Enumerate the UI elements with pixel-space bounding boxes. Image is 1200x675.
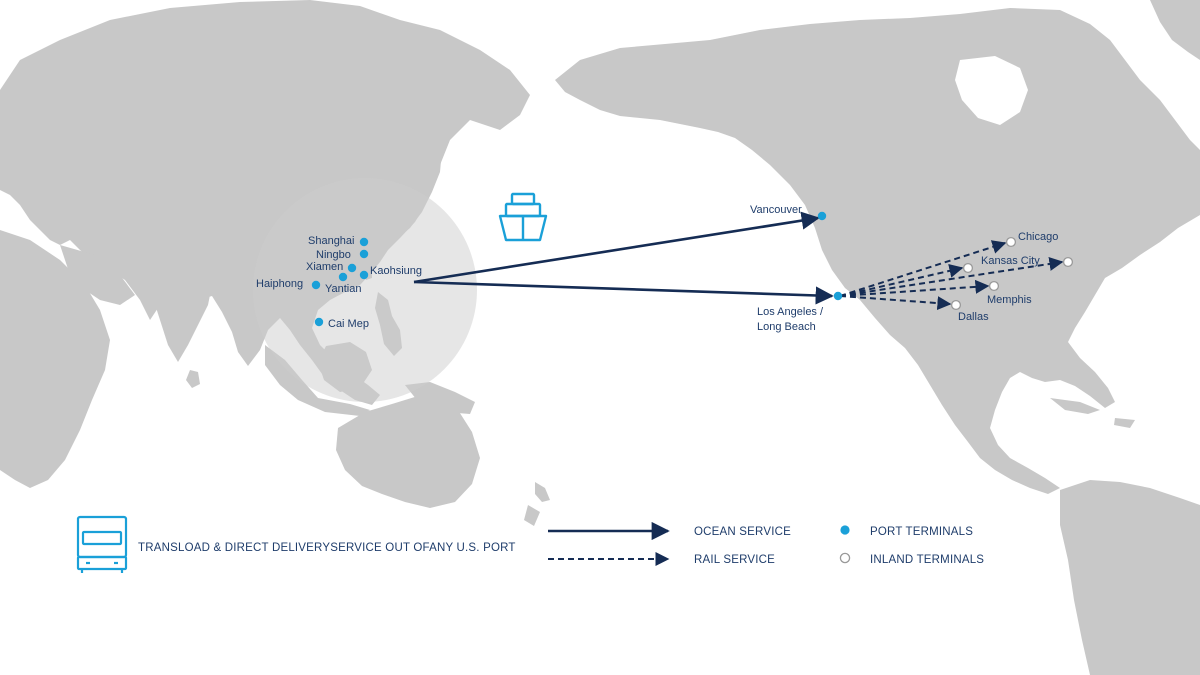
port-label-los-angeles-line2: Long Beach bbox=[757, 321, 816, 333]
landmass-borneo bbox=[318, 342, 372, 392]
rail-route-dallas bbox=[839, 295, 952, 311]
asia-region-shade bbox=[253, 178, 477, 402]
rail-route-memphis bbox=[839, 279, 990, 297]
legend-rail-label: RAIL SERVICE bbox=[694, 554, 775, 566]
rail-route-east bbox=[839, 256, 1064, 297]
landmass-philippines bbox=[375, 292, 402, 356]
port-marker-yantian bbox=[338, 272, 348, 282]
ocean-route-los-angeles bbox=[413, 280, 834, 305]
landmass-sri-lanka bbox=[186, 370, 200, 388]
port-marker-los-angeles bbox=[833, 291, 843, 301]
rail-routes bbox=[839, 240, 1064, 311]
landmass-asia bbox=[0, 0, 530, 405]
port-label-ningbo: Ningbo bbox=[316, 249, 351, 261]
port-label-yantian: Yantian bbox=[325, 283, 362, 295]
landmass-south-america bbox=[1060, 480, 1200, 675]
rail-route-chicago bbox=[839, 240, 1007, 297]
truck-icon bbox=[76, 515, 128, 573]
landmass-australia bbox=[336, 396, 480, 508]
landmass-north-america bbox=[555, 8, 1200, 494]
legend-inland-terminals-label: INLAND TERMINALS bbox=[870, 554, 984, 566]
ocean-route-vancouver bbox=[413, 211, 820, 284]
landmass-greenland bbox=[1150, 0, 1200, 60]
port-label-haiphong: Haiphong bbox=[256, 278, 303, 290]
inland-label-dallas: Dallas bbox=[958, 311, 989, 323]
port-marker-ningbo bbox=[359, 249, 369, 259]
port-marker-cai-mep bbox=[314, 317, 324, 327]
landmass-arabia bbox=[60, 245, 135, 305]
asia-port-labels: Shanghai Ningbo Xiamen Yantian Kaohsiung… bbox=[256, 235, 422, 330]
port-marker-shanghai bbox=[359, 237, 369, 247]
legend-transload-text: TRANSLOAD & DIRECT DELIVERYSERVICE OUT O… bbox=[138, 542, 516, 554]
landmass-sumatra-java bbox=[265, 345, 370, 416]
ocean-routes bbox=[413, 211, 834, 305]
port-marker-vancouver bbox=[817, 211, 827, 221]
landmass-new-zealand bbox=[524, 482, 550, 526]
landmass-india bbox=[150, 250, 212, 362]
inland-marker-memphis bbox=[988, 280, 1000, 292]
inland-marker-dallas bbox=[950, 299, 962, 311]
port-label-vancouver: Vancouver bbox=[750, 204, 802, 216]
inland-labels: Chicago Kansas City Memphis Dallas bbox=[958, 231, 1058, 323]
port-marker-xiamen bbox=[347, 263, 357, 273]
port-label-shanghai: Shanghai bbox=[308, 235, 355, 247]
ship-icon bbox=[498, 192, 548, 242]
port-label-kaohsiung: Kaohsiung bbox=[370, 265, 422, 277]
port-label-cai-mep: Cai Mep bbox=[328, 318, 369, 330]
inland-label-chicago: Chicago bbox=[1018, 231, 1058, 243]
landmass-new-guinea bbox=[405, 382, 475, 414]
rail-route-kansas-city bbox=[839, 263, 964, 297]
legend-port-terminals-label: PORT TERMINALS bbox=[870, 526, 973, 538]
hudson-bay bbox=[955, 56, 1028, 125]
landmass-caribbean bbox=[1050, 398, 1135, 428]
port-marker-haiphong bbox=[311, 280, 321, 290]
port-label-los-angeles-line1: Los Angeles / bbox=[757, 306, 824, 318]
asia-region-circle bbox=[253, 178, 477, 402]
port-marker-kaohsiung bbox=[359, 270, 369, 280]
inland-label-memphis: Memphis bbox=[987, 294, 1032, 306]
legend-ocean-label: OCEAN SERVICE bbox=[694, 526, 791, 538]
legend-lines bbox=[548, 521, 670, 566]
inland-terminal-markers bbox=[950, 236, 1074, 311]
inland-marker-east bbox=[1062, 256, 1074, 268]
landmass-japan bbox=[392, 140, 442, 238]
us-port-markers bbox=[817, 211, 843, 301]
legend-port-marker bbox=[840, 525, 850, 535]
inland-label-kansas-city: Kansas City bbox=[981, 255, 1040, 267]
inland-marker-chicago bbox=[1005, 236, 1017, 248]
legend-inland-marker bbox=[839, 552, 851, 564]
landmass-africa bbox=[0, 230, 110, 488]
port-label-xiamen: Xiamen bbox=[306, 261, 343, 273]
asia-port-markers bbox=[311, 237, 369, 327]
inland-marker-kansas-city bbox=[962, 262, 974, 274]
